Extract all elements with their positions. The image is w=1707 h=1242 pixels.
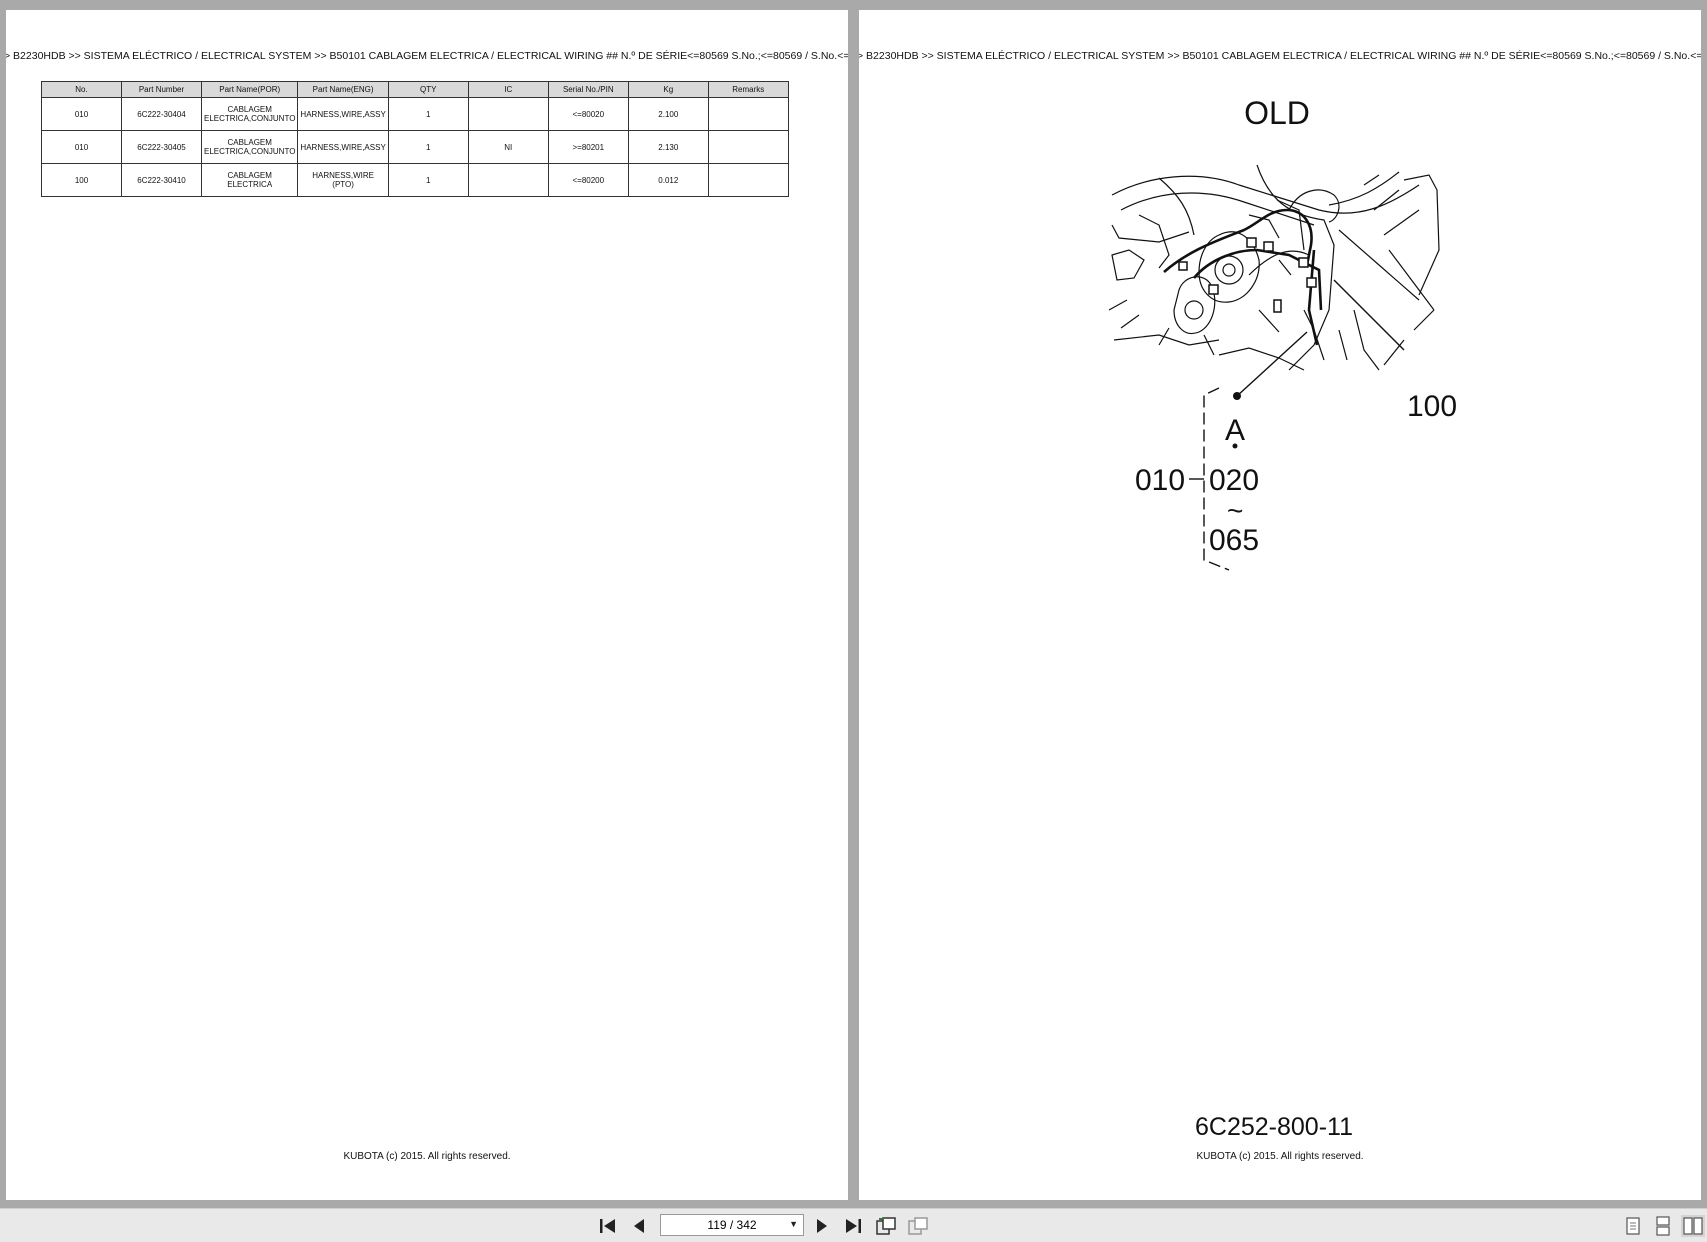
table-header-row: No. Part Number Part Name(POR) Part Name… <box>41 81 789 98</box>
continuous-page-icon <box>1656 1216 1670 1236</box>
col-no: No. <box>41 81 122 98</box>
page-header: > B2230HDB >> SISTEMA ELÉCTRICO / ELECTR… <box>859 50 1701 62</box>
page-header: > B2230HDB >> SISTEMA ELÉCTRICO / ELECTR… <box>6 50 848 62</box>
cell-ic <box>467 163 549 197</box>
callout-020: 020 <box>1209 464 1259 497</box>
point-a-dot <box>1233 392 1241 400</box>
col-part-number: Part Number <box>121 81 202 98</box>
cell-no: 100 <box>41 163 122 197</box>
page-footer: KUBOTA (c) 2015. All rights reserved. <box>1196 1151 1364 1162</box>
leader-lines <box>1189 279 1405 571</box>
next-page-icon <box>817 1219 827 1233</box>
cell-part-name-por: CABLAGEM ELECTRICA <box>200 163 299 197</box>
cell-part-number: 6C222-30410 <box>121 163 202 197</box>
col-remarks: Remarks <box>707 81 789 98</box>
cell-qty: 1 <box>387 130 469 164</box>
sync-right-icon <box>908 1217 928 1235</box>
page-number-input[interactable]: 119 / 342 ▼ <box>660 1214 804 1236</box>
cell-part-name-por: CABLAGEM ELECTRICA,CONJUNTO <box>200 130 299 164</box>
single-page-view-button[interactable] <box>1621 1215 1645 1237</box>
col-ic: IC <box>467 81 549 98</box>
prev-page-button[interactable] <box>627 1215 651 1237</box>
cell-part-number: 6C222-30404 <box>121 97 202 131</box>
cell-kg: 2.130 <box>627 130 709 164</box>
connectors <box>1178 237 1317 313</box>
cell-remarks <box>707 163 789 197</box>
sync-left-icon <box>876 1217 896 1235</box>
sync-right-button[interactable] <box>906 1215 930 1237</box>
single-page-icon <box>1626 1217 1640 1235</box>
parts-table: No. Part Number Part Name(POR) Part Name… <box>41 81 789 197</box>
cell-part-name-eng: HARNESS,WIRE,ASSY <box>297 97 389 131</box>
cell-part-name-eng: HARNESS,WIRE,ASSY <box>297 130 389 164</box>
col-part-name-eng: Part Name(ENG) <box>297 81 389 98</box>
last-page-icon <box>846 1219 861 1233</box>
two-page-view-button[interactable] <box>1681 1215 1705 1237</box>
callout-065: 065 <box>1209 524 1259 557</box>
cell-qty: 1 <box>387 163 469 197</box>
cell-serial: <=80020 <box>547 97 629 131</box>
first-page-icon <box>600 1219 615 1233</box>
table-row: 010 6C222-30404 CABLAGEM ELECTRICA,CONJU… <box>41 97 789 131</box>
callout-range-tilde: ~ <box>1227 495 1243 526</box>
next-page-button[interactable] <box>810 1215 834 1237</box>
cell-remarks <box>707 130 789 164</box>
cell-kg: 0.012 <box>627 163 709 197</box>
prev-page-icon <box>634 1219 644 1233</box>
cell-ic <box>467 97 549 131</box>
page-indicator: 119 / 342 <box>707 1218 757 1232</box>
callout-100: 100 <box>1407 390 1457 423</box>
col-part-name-por: Part Name(POR) <box>200 81 299 98</box>
cell-no: 010 <box>41 130 122 164</box>
sync-left-button[interactable] <box>874 1215 898 1237</box>
table-row: 100 6C222-30410 CABLAGEM ELECTRICA HARNE… <box>41 163 789 197</box>
cell-kg: 2.100 <box>627 97 709 131</box>
viewer-toolbar: 119 / 342 ▼ <box>0 1208 1707 1242</box>
right-page: > B2230HDB >> SISTEMA ELÉCTRICO / ELECTR… <box>859 10 1701 1200</box>
callout-010: 010 <box>1135 464 1185 497</box>
cell-serial: <=80200 <box>547 163 629 197</box>
col-serial: Serial No./PIN <box>547 81 629 98</box>
cell-qty: 1 <box>387 97 469 131</box>
cell-part-number: 6C222-30405 <box>121 130 202 164</box>
col-kg: Kg <box>627 81 709 98</box>
continuous-view-button[interactable] <box>1651 1215 1675 1237</box>
last-page-button[interactable] <box>841 1215 865 1237</box>
callout-a: A <box>1225 414 1245 447</box>
cell-serial: >=80201 <box>547 130 629 164</box>
caret-down-icon[interactable]: ▼ <box>789 1219 798 1229</box>
page-footer: KUBOTA (c) 2015. All rights reserved. <box>343 1151 511 1162</box>
table-row: 010 6C222-30405 CABLAGEM ELECTRICA,CONJU… <box>41 130 789 164</box>
diagram-title: OLD <box>1244 95 1310 131</box>
col-qty: QTY <box>387 81 469 98</box>
separator-dot <box>1232 443 1238 449</box>
wire-harness <box>1163 208 1323 346</box>
cell-part-name-eng: HARNESS,WIRE (PTO) <box>297 163 389 197</box>
figure-code: 6C252-800-11 <box>1195 1113 1353 1141</box>
wiring-diagram: OLD <box>1108 95 1457 1141</box>
two-page-icon <box>1683 1217 1703 1235</box>
cell-remarks <box>707 97 789 131</box>
cell-ic: NI <box>467 130 549 164</box>
cell-part-name-por: CABLAGEM ELECTRICA,CONJUNTO <box>200 97 299 131</box>
cell-no: 010 <box>41 97 122 131</box>
left-page: > B2230HDB >> SISTEMA ELÉCTRICO / ELECTR… <box>6 10 848 1200</box>
engine-illustration <box>1108 164 1440 371</box>
first-page-button[interactable] <box>596 1215 620 1237</box>
